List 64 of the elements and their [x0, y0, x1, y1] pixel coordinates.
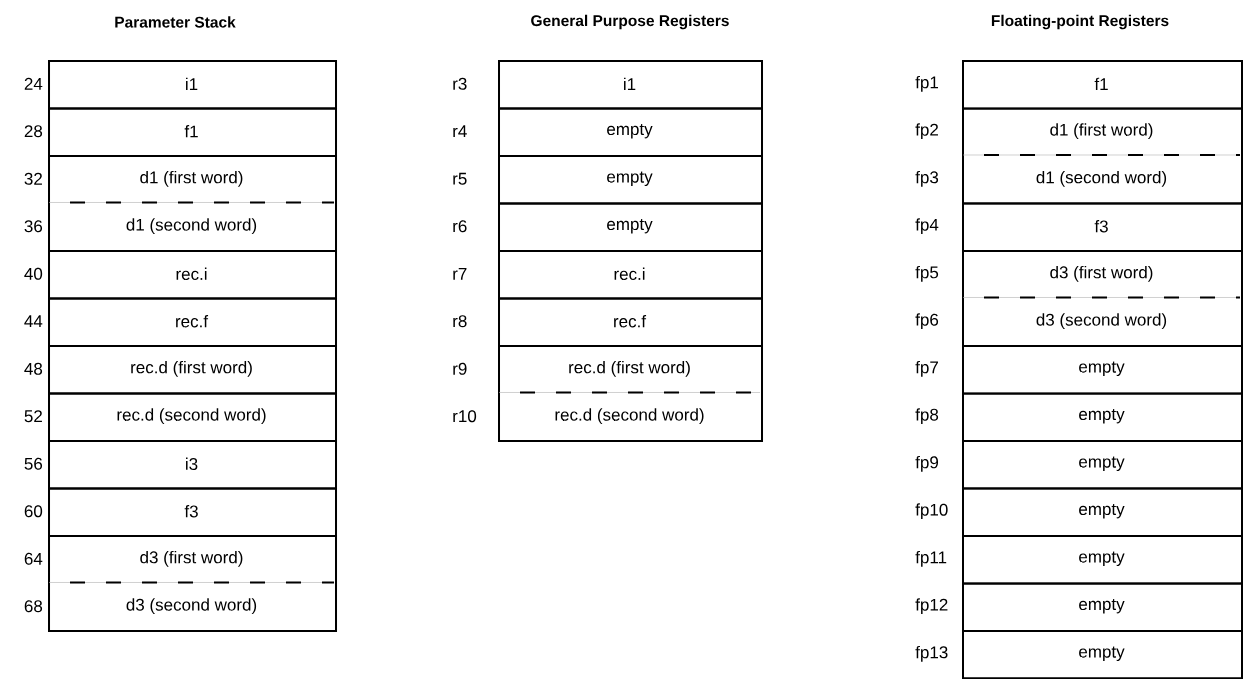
node-label: Parameter Stack — [115, 16, 236, 28]
address-label: fp12 — [915, 598, 948, 615]
memory-cell: i3 — [48, 440, 337, 490]
memory-cell: empty — [498, 107, 763, 157]
memory-cell: rec.d (first word) — [48, 345, 337, 395]
address-label: r8 — [453, 315, 467, 328]
address-label: fp10 — [915, 503, 948, 520]
memory-cell: f1 — [48, 107, 337, 157]
address-label: 28 — [24, 125, 43, 138]
memory-cell: empty — [962, 630, 1243, 679]
memory-cell: f3 — [48, 487, 337, 537]
memory-cell: d3 (first word) d3 (second word) — [962, 250, 1243, 347]
address-label: fp9 — [915, 455, 939, 472]
address-label: 60 — [24, 505, 43, 518]
address-label: 56 — [24, 457, 43, 470]
memory-cell: d3 (first word) d3 (second word) — [48, 535, 337, 632]
address-label: fp2 — [915, 123, 938, 140]
address-label: 64 — [24, 552, 43, 565]
memory-cell: d1 (first word) d1 (second word) — [48, 155, 337, 252]
address-label: r3 — [453, 77, 467, 90]
node-label: General Purpose Registers — [531, 14, 729, 30]
address-label: r6 — [453, 220, 467, 233]
address-label: fp4 — [915, 218, 939, 235]
address-label: fp3 — [915, 170, 939, 187]
memory-cell: empty — [962, 582, 1243, 632]
memory-cell: i1 — [498, 60, 763, 110]
memory-cell: empty — [962, 392, 1243, 442]
memory-cell: empty — [498, 202, 763, 252]
memory-cell: rec.f — [498, 297, 763, 347]
node-label: Floating-point Registers — [991, 14, 1169, 30]
address-label: fp5 — [915, 265, 939, 282]
memory-cell: empty — [962, 440, 1243, 490]
address-label: r5 — [453, 172, 467, 185]
address-label: fp1 — [915, 75, 938, 92]
memory-cell: empty — [962, 345, 1243, 395]
memory-cell: f3 — [962, 202, 1243, 252]
address-label: r9 — [453, 362, 467, 375]
memory-cell: rec.i — [48, 250, 337, 300]
memory-cell: rec.f — [48, 297, 337, 347]
address-label: fp11 — [915, 550, 947, 567]
memory-cell: rec.d (first word) rec.d (second word) — [498, 345, 763, 442]
memory-cell: empty — [498, 155, 763, 205]
memory-cell: f1 — [962, 60, 1243, 110]
address-label: 68 — [24, 600, 43, 613]
memory-cell: rec.i — [498, 250, 763, 300]
memory-cell: empty — [962, 487, 1243, 537]
address-label: r10 — [453, 410, 477, 423]
memory-cell: rec.d (second word) — [48, 392, 337, 442]
address-label: 48 — [24, 362, 43, 375]
address-label: 32 — [24, 172, 42, 185]
address-label: r4 — [453, 125, 467, 138]
address-label: 40 — [24, 267, 43, 280]
address-label: 36 — [24, 220, 43, 233]
memory-cell: empty — [962, 535, 1243, 585]
address-label: 24 — [24, 77, 43, 90]
address-label: 44 — [24, 315, 43, 328]
memory-cell: i1 — [48, 60, 337, 110]
address-label: r7 — [453, 267, 467, 280]
address-label: fp6 — [915, 313, 939, 330]
address-label: 52 — [24, 410, 42, 423]
address-label: fp8 — [915, 408, 939, 425]
address-label: fp13 — [915, 645, 948, 662]
memory-cell: d1 (first word) d1 (second word) — [962, 107, 1243, 205]
address-label: fp7 — [915, 360, 938, 377]
